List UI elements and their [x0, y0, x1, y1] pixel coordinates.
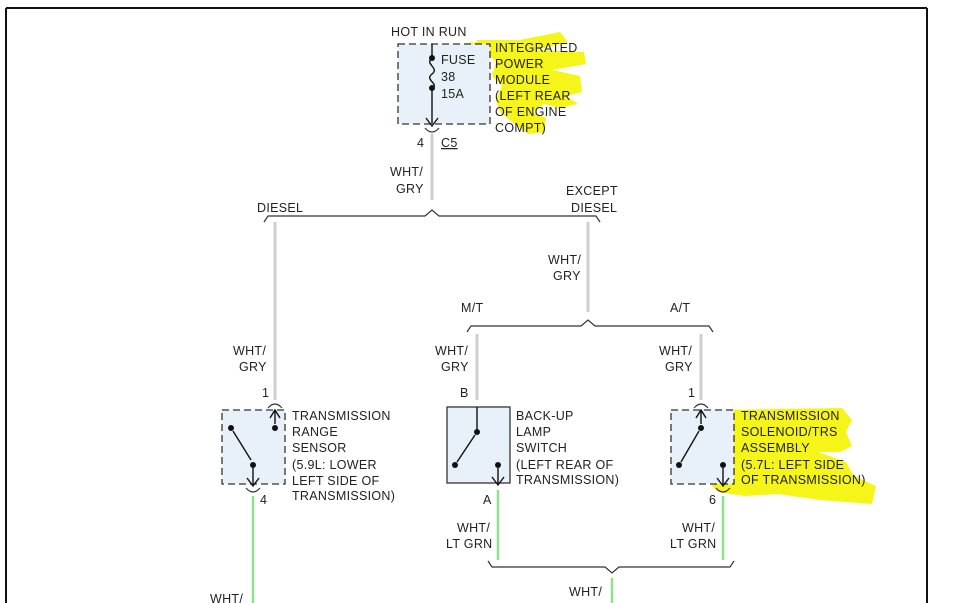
solenoid-pin-top: 1 — [688, 386, 695, 400]
backup-switch-pin-bottom: A — [483, 493, 492, 507]
solenoid-out-wire-color-1: WHT/ — [682, 521, 715, 535]
main-wire-color-2: GRY — [396, 182, 424, 196]
backup-switch-label-2: LAMP — [516, 425, 551, 439]
solenoid-pin-bottom: 6 — [709, 493, 716, 507]
backup-out-wire-color-2: LT GRN — [446, 537, 492, 551]
module-label-line-4: (LEFT REAR — [495, 89, 571, 103]
bottom-left-wire-color: WHT/ — [210, 592, 243, 603]
range-sensor-connector-bottom — [245, 487, 261, 493]
module-label-line-1: INTEGRATED — [495, 41, 578, 55]
fuse-symbol — [425, 44, 439, 128]
solenoid-label-3: ASSEMBLY — [741, 441, 810, 455]
mt-wire-color-2: GRY — [441, 360, 469, 374]
solenoid-out-wire-color-2: LT GRN — [670, 537, 716, 551]
diesel-wire-color-2: GRY — [239, 360, 267, 374]
backup-switch-label-1: BACK-UP — [516, 409, 574, 423]
at-wire-color-2: GRY — [665, 360, 693, 374]
bottom-mid-wire-color: WHT/ — [569, 585, 602, 599]
range-sensor-pin-top: 1 — [262, 386, 269, 400]
at-branch-label: A/T — [670, 301, 690, 315]
fuse-label-line-1: FUSE — [441, 53, 476, 67]
highlight-module-top — [476, 32, 586, 134]
range-sensor-label-3: SENSOR — [292, 441, 347, 455]
except-diesel-wire-color-2: GRY — [553, 269, 581, 283]
range-sensor-connector-top — [267, 403, 283, 409]
except-diesel-label-1: EXCEPT — [566, 184, 618, 198]
main-wire-color-1: WHT/ — [390, 165, 423, 179]
module-label-line-6: COMPT) — [495, 121, 546, 135]
solenoid-label-2: SOLENOID/TRS — [741, 425, 838, 439]
range-sensor-label-4: (5.9L: LOWER — [292, 458, 377, 472]
fuse-label-line-2: 38 — [441, 70, 456, 84]
solenoid-label-5: OF TRANSMISSION) — [741, 473, 866, 487]
power-pin-label: 4 — [417, 136, 424, 150]
engine-option-bracket — [263, 209, 601, 223]
range-sensor: 1 4 — [221, 386, 286, 507]
power-module-box — [397, 43, 491, 125]
backup-switch-label-3: SWITCH — [516, 441, 567, 455]
backup-lamp-switch: B A — [446, 386, 511, 507]
except-diesel-label-2: DIESEL — [571, 201, 617, 215]
backup-out-wire-color-1: WHT/ — [457, 521, 490, 535]
highlight-solenoid — [696, 408, 876, 504]
output-merge-bracket — [487, 560, 735, 574]
hot-in-run-label: HOT IN RUN — [391, 25, 467, 39]
mt-wire-color-1: WHT/ — [435, 344, 468, 358]
range-sensor-pin-bottom: 4 — [260, 493, 267, 507]
except-diesel-wire-color-1: WHT/ — [548, 253, 581, 267]
solenoid-box — [670, 409, 735, 485]
range-sensor-label-2: RANGE — [292, 425, 338, 439]
power-module-connector — [424, 127, 440, 133]
module-label-line-5: OF ENGINE — [495, 105, 566, 119]
mt-branch-label: M/T — [461, 301, 483, 315]
at-wire-color-1: WHT/ — [659, 344, 692, 358]
module-label-line-3: MODULE — [495, 73, 550, 87]
range-sensor-label-6: TRANSMISSION) — [292, 489, 395, 503]
backup-switch-box — [446, 406, 511, 484]
range-sensor-label-1: TRANSMISSION — [292, 409, 391, 423]
backup-switch-pin-top: B — [460, 386, 469, 400]
solenoid-label-4: (5.7L: LEFT SIDE — [741, 458, 844, 472]
range-sensor-label-5: LEFT SIDE OF — [292, 474, 379, 488]
module-label-line-2: POWER — [495, 57, 544, 71]
solenoid-assembly: 1 6 — [670, 386, 735, 507]
power-connector-label: C5 — [441, 136, 458, 150]
diesel-wire-color-1: WHT/ — [233, 344, 266, 358]
solenoid-connector-bottom — [715, 487, 731, 493]
solenoid-label-1: TRANSMISSION — [741, 409, 840, 423]
fuse-label-line-3: 15A — [441, 87, 465, 101]
diesel-branch-label: DIESEL — [257, 201, 303, 215]
transmission-option-bracket — [466, 319, 714, 333]
backup-switch-label-5: TRANSMISSION) — [516, 473, 619, 487]
backup-switch-label-4: (LEFT REAR OF — [516, 458, 613, 472]
solenoid-connector-top — [693, 403, 709, 409]
